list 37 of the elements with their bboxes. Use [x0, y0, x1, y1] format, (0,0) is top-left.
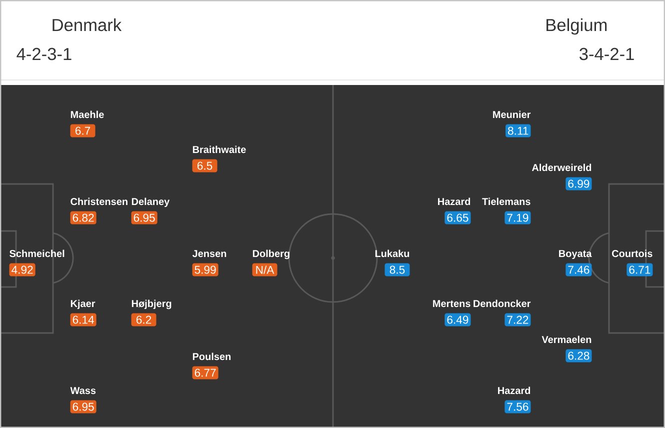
formation-text: 4-2-3-1: [16, 48, 72, 60]
player-name: Mertens: [433, 300, 470, 308]
rating-badge: 6.49: [444, 313, 471, 326]
rating-badge: 7.56: [504, 400, 531, 414]
player-name: Vermaelen: [542, 336, 592, 344]
player-name: Kjaer: [70, 300, 96, 310]
player-name: Meunier: [493, 110, 531, 118]
player-name: Tielemans: [482, 198, 530, 206]
player-name: Poulsen: [192, 352, 231, 360]
player-name: Lukaku: [375, 250, 410, 258]
rating-badge: 7.46: [566, 263, 592, 276]
rating-badge: 8.5: [384, 263, 410, 276]
rating-badge: 8.11: [506, 124, 531, 138]
player-name: Schmeichel: [10, 250, 64, 258]
player-name: Hazard: [498, 386, 530, 394]
player-name: Dolberg: [252, 250, 290, 260]
player-name: Wass: [70, 387, 96, 394]
player-name: Courtois: [612, 250, 652, 258]
rating-badge: 6.65: [444, 211, 471, 224]
rating-badge: 6.71: [626, 263, 653, 276]
player-name: Højbjerg: [132, 300, 172, 310]
rating-badge: 7.19: [504, 211, 531, 224]
player-name: Alderweireld: [532, 164, 592, 172]
rating-badge: 6.99: [566, 177, 592, 190]
player-name: Jensen: [192, 250, 226, 258]
team-name: Denmark: [52, 18, 122, 32]
player-name: Dendoncker: [474, 300, 531, 308]
player-name: Boyata: [559, 250, 592, 260]
rating-badge: 7.22: [504, 313, 531, 326]
rating-badge: 6.28: [566, 349, 592, 362]
player-name: Maehle: [70, 110, 104, 118]
player-name: Delaney: [132, 198, 170, 208]
player-name: Braithwaite: [192, 146, 246, 154]
player-name: Christensen: [70, 198, 128, 206]
player-name: Hazard: [438, 198, 470, 206]
team-name: Belgium: [546, 18, 607, 35]
formation-text: 3-4-2-1: [580, 48, 634, 60]
